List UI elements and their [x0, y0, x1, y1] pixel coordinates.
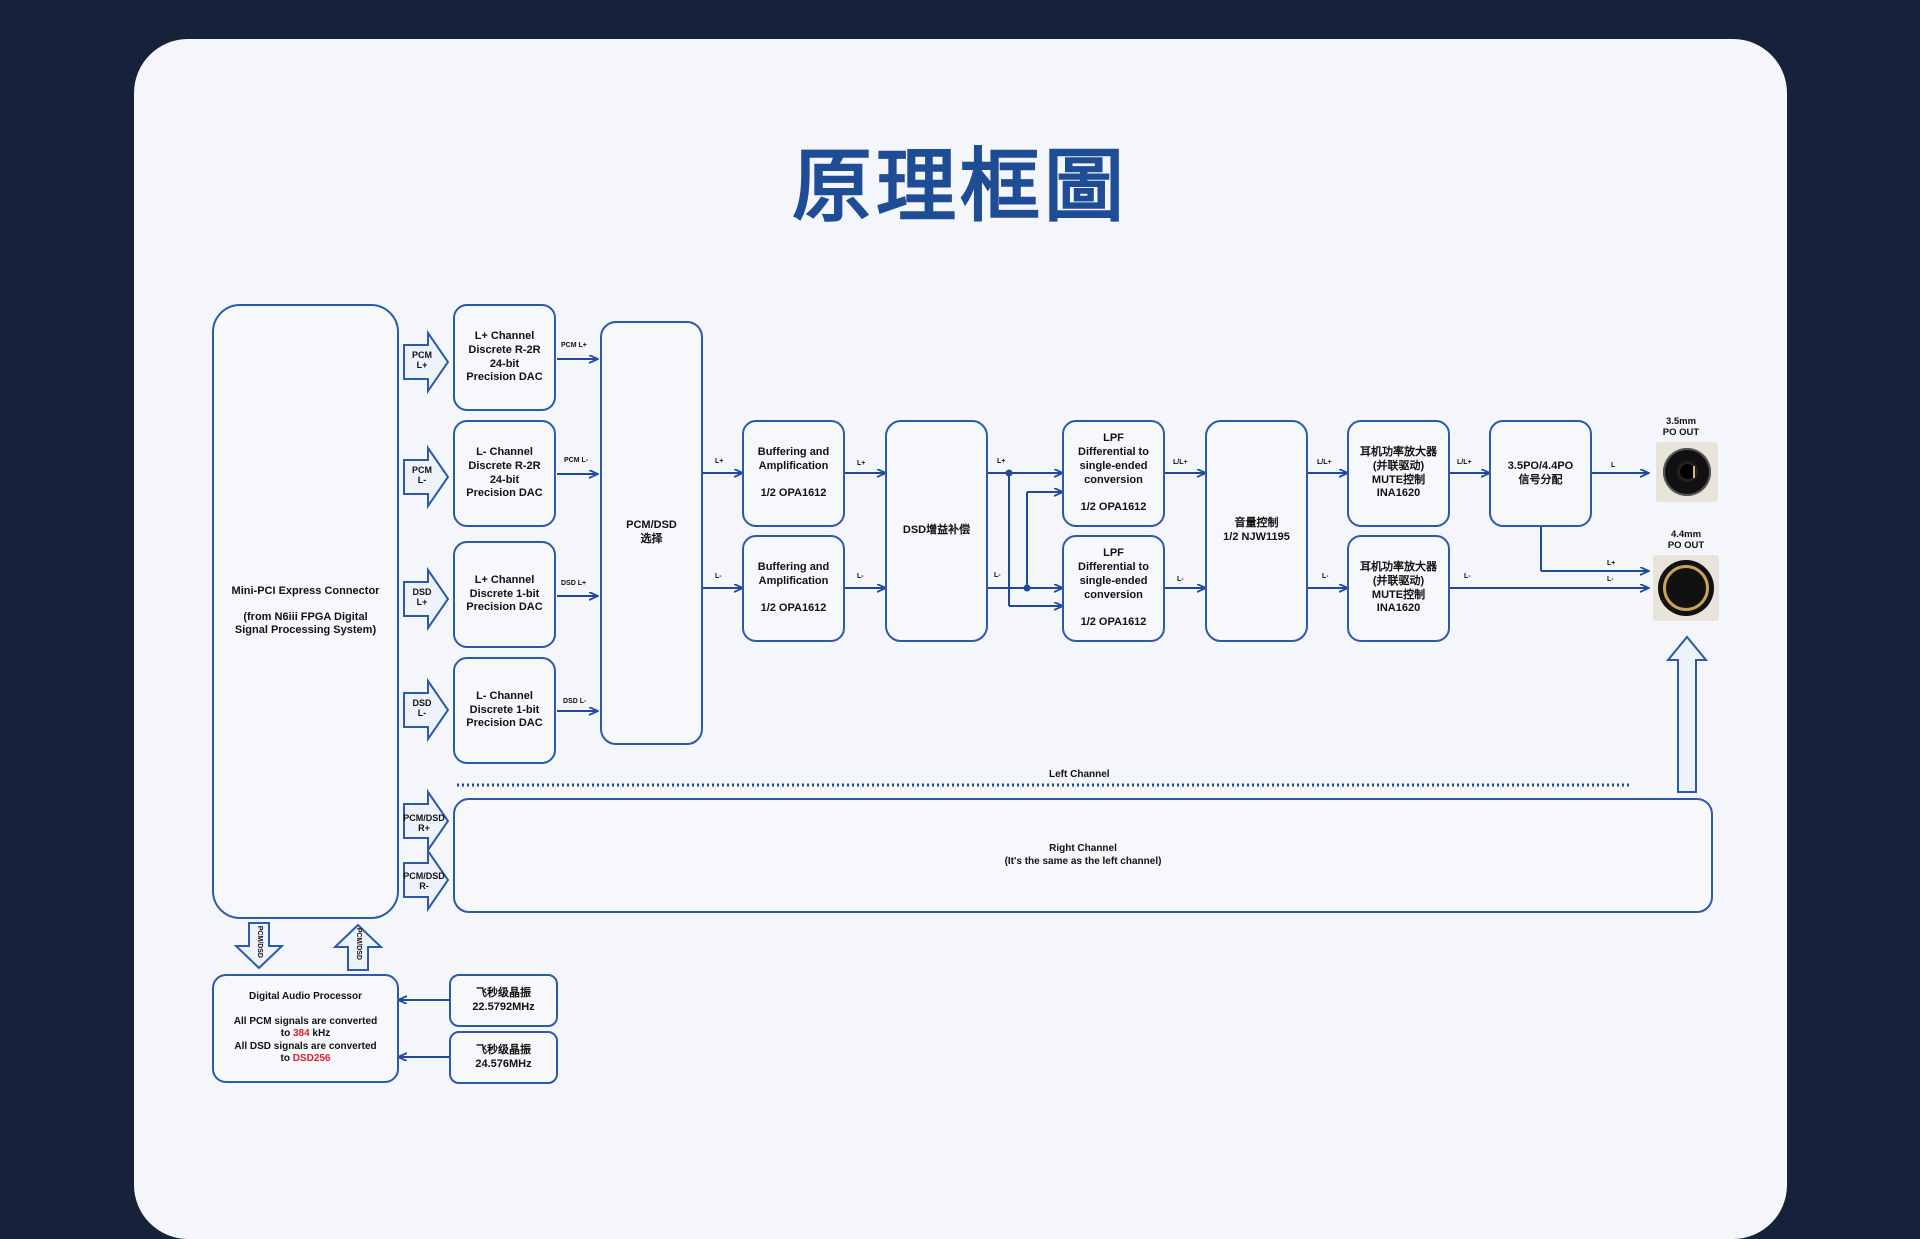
bus-label-up: PCM/DSD	[354, 927, 362, 960]
sig-sel-bot: L-	[715, 573, 722, 580]
dac-pcm-lplus: L+ Channel Discrete R-2R 24-bit Precisio…	[453, 304, 556, 411]
processor-title: Digital Audio Processor	[249, 991, 362, 1003]
sig-dist-out: L	[1611, 462, 1616, 469]
processor-pcm-line: All PCM signals are converted to 384 kHz	[233, 1015, 378, 1040]
right-channel-block: Right Channel (It's the same as the left…	[453, 798, 1713, 913]
pcm-rate: 384	[292, 1028, 310, 1040]
input-label-rminus: PCM/DSD R-	[403, 871, 445, 891]
sig-amp-top: L/L+	[1457, 459, 1472, 466]
jack-35-label: 3.5mm PO OUT	[1662, 416, 1700, 438]
left-channel-label: Left Channel	[1049, 769, 1110, 780]
connector-subtitle: (from N6iii FPGA Digital Signal Processi…	[234, 610, 377, 637]
input-label-dsd-lminus: DSD L-	[412, 698, 432, 718]
sig-gain-top: L+	[997, 458, 1006, 465]
jack-35mm-icon	[1656, 442, 1718, 502]
jack-44mm-icon	[1653, 555, 1719, 621]
connection-lines	[233, 329, 1709, 1190]
sig-amp-bot: L-	[1464, 573, 1471, 580]
dsd-rate: DSD256	[292, 1053, 331, 1065]
sig-buf-top: L+	[857, 460, 866, 467]
sig-gain-bot: L-	[994, 572, 1001, 579]
dac-dsd-lplus: L+ Channel Discrete 1-bit Precision DAC	[453, 541, 556, 648]
label-pcm-lplus: PCM L+	[561, 342, 587, 349]
page-title: 原理框圖	[792, 140, 1128, 233]
lpf-bottom: LPF Differential to single-ended convers…	[1062, 535, 1165, 642]
input-label-pcm-lminus: PCM L-	[412, 465, 432, 485]
sig-vol-bot: L-	[1322, 573, 1329, 580]
label-dsd-lminus: DSD L-	[563, 698, 587, 705]
sig-sel-top: L+	[715, 458, 724, 465]
clock-22m: 飞秒级晶振 22.5792MHz	[449, 974, 558, 1027]
po-signal-distribution: 3.5PO/4.4PO 信号分配	[1489, 420, 1592, 527]
buffer-amp-bottom: Buffering and Amplification 1/2 OPA1612	[742, 535, 845, 642]
input-label-rplus: PCM/DSD R+	[403, 813, 445, 833]
sig-lpf-bot: L-	[1177, 576, 1184, 583]
dsd-gain-compensation: DSD增益补偿	[885, 420, 988, 642]
sig-vol-top: L/L+	[1317, 459, 1332, 466]
bus-label-down: PCM/DSD	[255, 925, 263, 958]
pcm-dsd-selector: PCM/DSD 选择	[600, 321, 703, 745]
dac-pcm-lminus: L- Channel Discrete R-2R 24-bit Precisio…	[453, 420, 556, 527]
headphone-amp-top: 耳机功率放大器 (并联驱动) MUTE控制 INA1620	[1347, 420, 1450, 527]
headphone-amp-bottom: 耳机功率放大器 (并联驱动) MUTE控制 INA1620	[1347, 535, 1450, 642]
input-label-dsd-lplus: DSD L+	[412, 587, 432, 607]
mini-pci-connector: Mini-PCI Express Connector (from N6iii F…	[212, 304, 399, 919]
sig-44-top: L+	[1607, 560, 1616, 567]
label-pcm-lminus: PCM L-	[564, 457, 589, 464]
volume-control: 音量控制 1/2 NJW1195	[1205, 420, 1308, 642]
input-label-pcm-lplus: PCM L+	[412, 350, 432, 370]
sig-44-bot: L-	[1607, 576, 1614, 583]
jack-44-label: 4.4mm PO OUT	[1667, 529, 1705, 551]
clock-24m: 飞秒级晶振 24.576MHz	[449, 1031, 558, 1084]
label-dsd-lplus: DSD L+	[561, 580, 587, 587]
connector-title: Mini-PCI Express Connector	[231, 584, 380, 597]
sig-buf-bot: L-	[857, 573, 864, 580]
lpf-top: LPF Differential to single-ended convers…	[1062, 420, 1165, 527]
dac-dsd-lminus: L- Channel Discrete 1-bit Precision DAC	[453, 657, 556, 764]
digital-audio-processor: Digital Audio Processor All PCM signals …	[212, 974, 399, 1083]
buffer-amp-top: Buffering and Amplification 1/2 OPA1612	[742, 420, 845, 527]
sig-lpf-top: L/L+	[1173, 459, 1188, 466]
processor-dsd-line: All DSD signals are converted to DSD256	[234, 1040, 377, 1065]
